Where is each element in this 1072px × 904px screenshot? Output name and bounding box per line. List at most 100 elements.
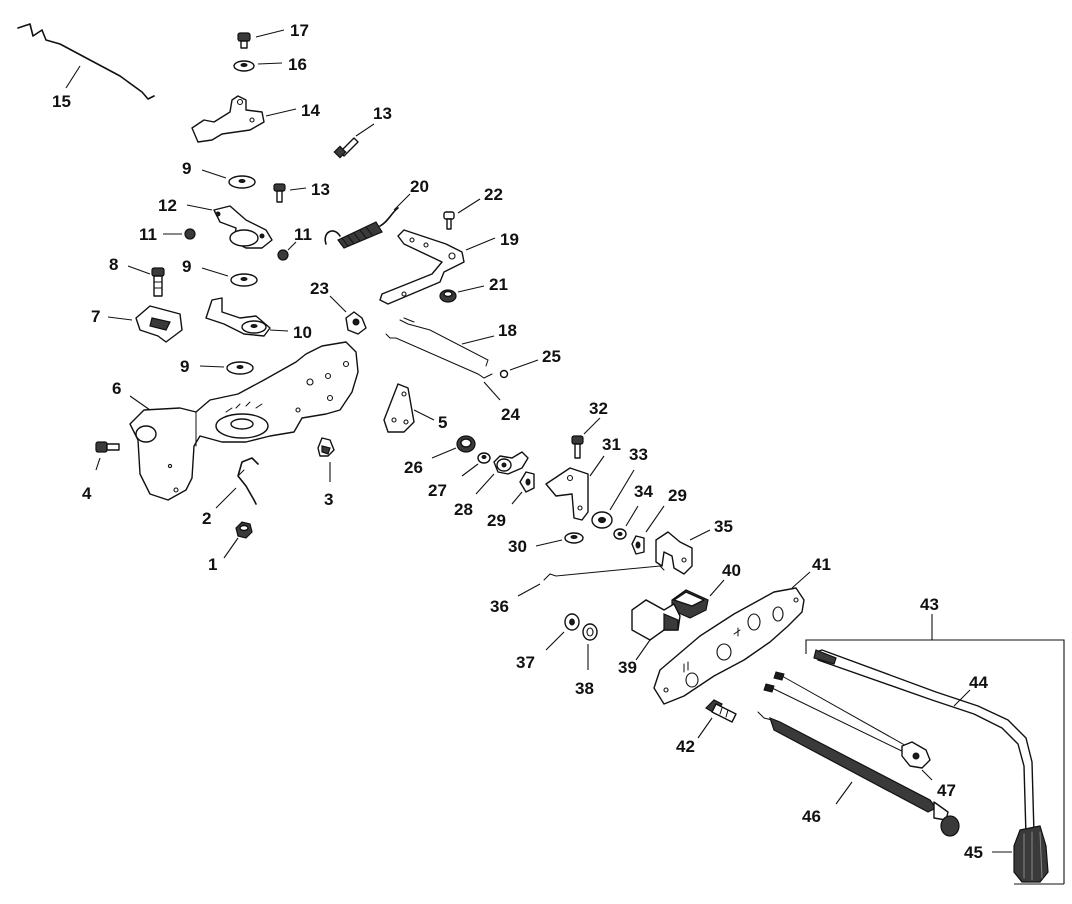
- part-30-washer: [564, 532, 584, 544]
- callout-40: 40: [722, 561, 741, 580]
- callout-47: 47: [937, 781, 956, 800]
- part-40-block: [671, 589, 709, 619]
- part-34-nut: [613, 528, 627, 540]
- callout-16: 16: [288, 55, 307, 74]
- part-17-bolt: [237, 32, 251, 49]
- callout-13-lower: 13: [311, 180, 330, 199]
- callout-44: 44: [969, 673, 988, 692]
- callout-9-lower: 9: [180, 357, 189, 376]
- part-13-bolt-lower: [273, 183, 286, 203]
- part-9-washer-middle: [230, 273, 258, 287]
- callout-27: 27: [428, 481, 447, 500]
- part-3-clip: [317, 437, 335, 457]
- callout-26: 26: [404, 458, 423, 477]
- part-1-nut: [235, 521, 253, 539]
- callout-7: 7: [91, 307, 100, 326]
- callout-28: 28: [454, 500, 473, 519]
- part-6-main-bracket: [129, 341, 359, 501]
- callout-12: 12: [158, 196, 177, 215]
- part-13-screw-upper: [333, 137, 359, 159]
- part-2-spring: [237, 457, 259, 505]
- callout-24: 24: [501, 405, 520, 424]
- part-27-bushing: [477, 452, 491, 464]
- callout-9-middle: 9: [182, 257, 191, 276]
- callout-42: 42: [676, 737, 695, 756]
- callout-2: 2: [202, 509, 211, 528]
- callout-11-left: 11: [139, 225, 157, 244]
- part-21-nut: [439, 289, 457, 303]
- callout-6: 6: [112, 379, 121, 398]
- part-18-link-rod: [399, 317, 489, 367]
- callout-15: 15: [52, 92, 71, 111]
- callout-11-right: 11: [294, 225, 312, 244]
- callout-5: 5: [438, 413, 447, 432]
- part-41-control-plate: [653, 587, 805, 705]
- part-9-washer-lower: [226, 361, 254, 375]
- callout-10: 10: [293, 323, 312, 342]
- callout-34: 34: [634, 482, 653, 501]
- callout-13-upper: 13: [373, 104, 392, 123]
- part-42-screw: [705, 699, 737, 723]
- callout-1: 1: [208, 555, 217, 574]
- part-11-nut-left: [184, 228, 196, 240]
- part-11-nut-right: [277, 249, 289, 261]
- callout-14: 14: [301, 101, 320, 120]
- callout-37: 37: [516, 653, 535, 672]
- callout-23: 23: [310, 279, 329, 298]
- part-8-bolt: [151, 267, 165, 297]
- callout-3: 3: [324, 490, 333, 509]
- part-38-washer: [582, 623, 598, 641]
- callout-29-left: 29: [487, 511, 506, 530]
- callout-46: 46: [802, 807, 821, 826]
- part-4-bolt: [95, 441, 120, 453]
- callout-30: 30: [508, 537, 527, 556]
- callout-29-right: 29: [668, 486, 687, 505]
- part-28-eccentric: [493, 451, 529, 475]
- callout-39: 39: [618, 658, 637, 677]
- part-35-bracket: [655, 531, 693, 575]
- part-45-knob: [1013, 825, 1049, 883]
- callout-22: 22: [484, 185, 503, 204]
- part-43-kit-bracket: [805, 614, 1065, 885]
- part-5-plate: [383, 383, 415, 433]
- part-23-clip: [345, 311, 367, 335]
- callout-18: 18: [498, 321, 517, 340]
- part-37-washer: [564, 613, 580, 631]
- part-31-bracket: [545, 467, 589, 521]
- part-19-arm: [379, 229, 465, 305]
- callout-41: 41: [812, 555, 831, 574]
- part-32-bolt: [571, 435, 584, 459]
- callout-9-upper: 9: [182, 159, 191, 178]
- callout-36: 36: [490, 597, 509, 616]
- part-24-rod: [385, 333, 493, 379]
- part-36-link-wire: [543, 565, 665, 581]
- part-26-bushing: [456, 435, 476, 453]
- callout-38: 38: [575, 679, 594, 698]
- callout-32: 32: [589, 399, 608, 418]
- part-12-lever: [213, 205, 273, 249]
- part-7-clamp: [135, 305, 183, 343]
- callout-43: 43: [920, 595, 939, 614]
- callout-8: 8: [109, 255, 118, 274]
- part-16-washer: [233, 60, 255, 72]
- callout-25: 25: [542, 347, 561, 366]
- callout-33: 33: [629, 445, 648, 464]
- callout-45: 45: [964, 843, 983, 862]
- part-46-choke-cable: [757, 711, 960, 837]
- part-29-clip-right: [631, 535, 645, 555]
- part-47-wired-switch: [763, 671, 931, 769]
- part-10-lever-plate: [205, 297, 271, 337]
- part-15-rod: [17, 23, 155, 100]
- part-20-spring: [324, 207, 399, 249]
- callout-31: 31: [602, 435, 621, 454]
- part-29-clip-left: [519, 471, 535, 493]
- callout-17: 17: [290, 21, 309, 40]
- part-33-washer: [591, 511, 613, 529]
- part-39-switch: [631, 599, 681, 641]
- callout-20: 20: [410, 177, 429, 196]
- part-25-nut: [499, 369, 509, 379]
- callout-19: 19: [500, 230, 519, 249]
- callout-35: 35: [714, 517, 733, 536]
- callout-4: 4: [82, 484, 92, 503]
